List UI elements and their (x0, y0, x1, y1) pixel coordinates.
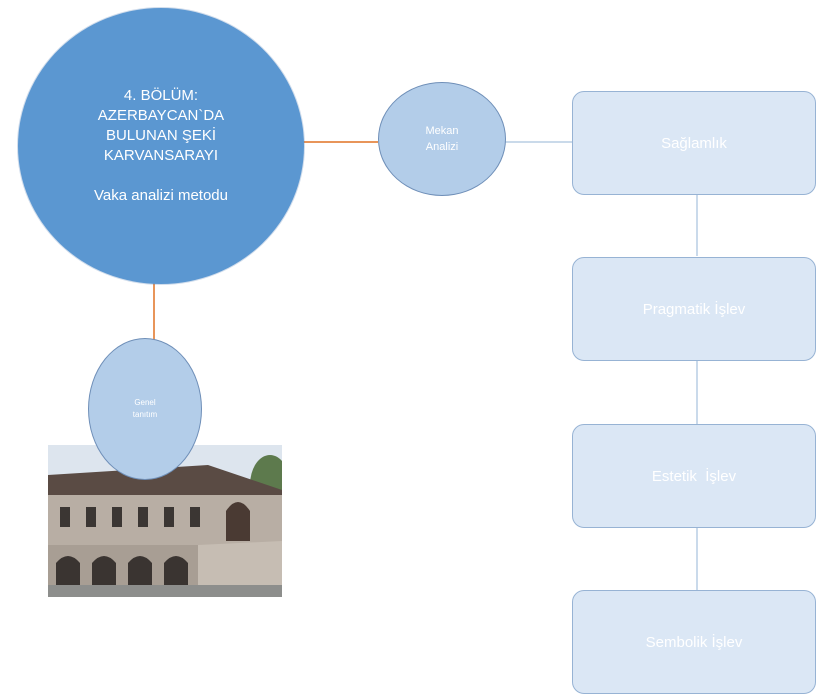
pragmatik-islev-label: Pragmatik İşlev (642, 300, 746, 318)
saglamlik-label: Sağlamlık (661, 134, 727, 152)
mekan-analizi-label: Mekan Analizi (425, 125, 459, 153)
sembolik-islev-box: Sembolik İşlev (572, 590, 816, 694)
saglamlik-box: Sağlamlık (572, 91, 816, 195)
mekan-analizi-node: Mekan Analizi (378, 82, 506, 196)
estetik-islev-label: Estetik İşlev (651, 467, 737, 485)
genel-tanitim-label: Genel tanıtım (132, 398, 158, 419)
sembolik-islev-label: Sembolik İşlev (645, 633, 743, 651)
estetik-islev-box: Estetik İşlev (572, 424, 816, 528)
genel-tanitim-node: Genel tanıtım (88, 338, 202, 480)
main-topic-subtitle: Vaka analizi metodu (94, 187, 228, 204)
pragmatik-islev-box: Pragmatik İşlev (572, 257, 816, 361)
main-topic-circle: 4. BÖLÜM: AZERBAYCAN`DA BULUNAN ŞEKİ KAR… (18, 8, 304, 284)
main-topic-title: 4. BÖLÜM: AZERBAYCAN`DA BULUNAN ŞEKİ KAR… (97, 87, 225, 164)
